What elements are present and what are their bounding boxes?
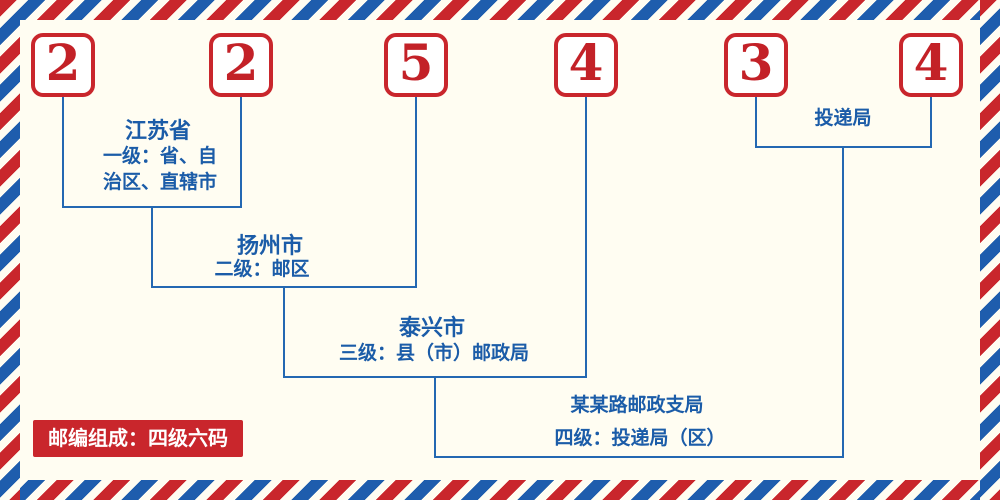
province-desc-line2: 治区、直辖市 — [102, 171, 218, 193]
digit-5: 3 — [738, 33, 774, 92]
province-name-label: 江苏省 — [124, 119, 192, 144]
digit-1: 2 — [45, 33, 81, 92]
digit-box-1: 2 — [31, 33, 95, 97]
digit-6: 4 — [913, 33, 949, 92]
county-name-label: 泰兴市 — [398, 316, 466, 341]
digit-4: 4 — [568, 33, 604, 92]
digit-box-2: 2 — [209, 33, 273, 97]
province-desc-line1: 一级：省、自 — [102, 145, 218, 167]
county-desc-label: 三级：县（市）邮政局 — [338, 342, 530, 364]
branch-name-label: 某某路邮政支局 — [570, 394, 704, 416]
delivery-office-label: 投递局 — [814, 107, 872, 129]
digit-3: 5 — [398, 33, 434, 92]
digit-box-6: 4 — [899, 33, 963, 97]
branch-desc-label: 四级：投递局（区） — [554, 427, 726, 449]
airmail-border-top — [0, 0, 1000, 20]
digit-box-5: 3 — [724, 33, 788, 97]
digit-2: 2 — [223, 33, 259, 92]
province-desc-label: 一级：省、自 治区、直辖市 — [103, 143, 217, 195]
digit-box-4: 4 — [554, 33, 618, 97]
airmail-border-left — [0, 0, 20, 500]
airmail-border-bottom — [0, 480, 1000, 500]
composition-badge: 邮编组成：四级六码 — [33, 420, 243, 457]
airmail-border-right — [980, 0, 1000, 500]
city-desc-label: 二级：邮区 — [214, 258, 310, 280]
city-name-label: 扬州市 — [236, 234, 304, 259]
bracket-level4-bottom — [434, 147, 844, 458]
digit-box-3: 5 — [384, 33, 448, 97]
